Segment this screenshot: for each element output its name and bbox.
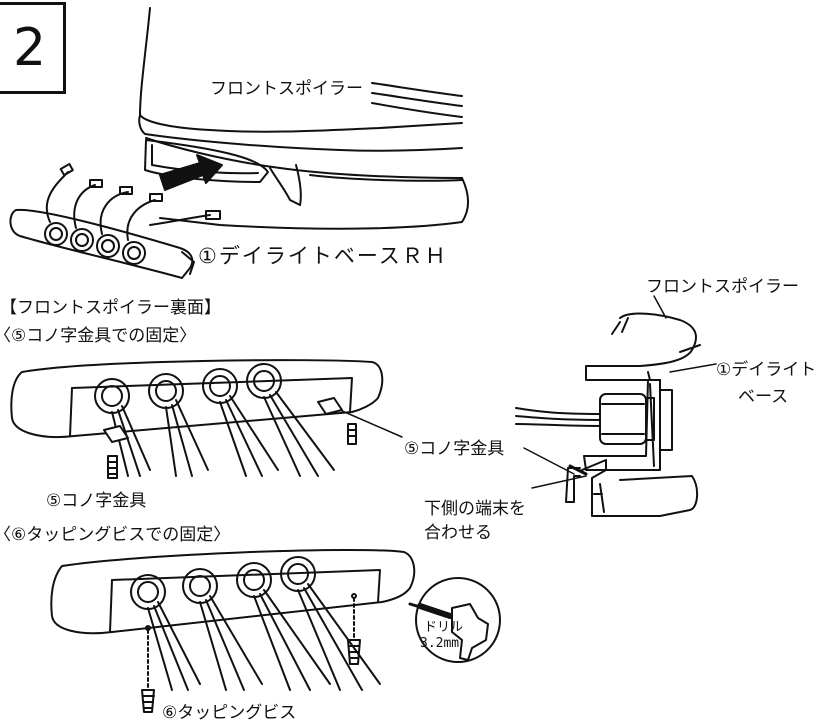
label-daylight-base-line2: ベース bbox=[738, 387, 789, 407]
label-front-spoiler-top: フロントスポイラー bbox=[210, 79, 363, 99]
insert-arrow bbox=[159, 154, 223, 191]
label-front-spoiler-side: フロントスポイラー bbox=[646, 277, 799, 297]
step-number: 2 bbox=[12, 18, 47, 78]
daylight-base-rh-illustration bbox=[9, 163, 221, 279]
align-leader-line bbox=[531, 475, 587, 489]
label-align-line2: 合わせる bbox=[424, 523, 492, 543]
heading-screw-method: 〈⑥タッピングビスでの固定〉 bbox=[0, 525, 231, 545]
spoiler-section-leader bbox=[653, 295, 667, 319]
heading-bracket-method: 〈⑤コノ字金具での固定〉 bbox=[0, 326, 197, 346]
label-bracket-left: ⑤コノ字金具 bbox=[46, 491, 147, 511]
step-number-box: 2 bbox=[0, 2, 66, 94]
label-daylight-base-rh: ①デイライトベースＲＨ bbox=[198, 244, 448, 268]
label-drill: ドリル bbox=[424, 620, 464, 635]
car-front-spoiler-illustration bbox=[138, 7, 469, 230]
heading-spoiler-back: 【フロントスポイラー裏面】 bbox=[0, 298, 221, 318]
label-drill-size: 3.2mm bbox=[420, 636, 460, 651]
bracket-leader-right bbox=[339, 409, 403, 438]
tapping-screw-fixing-illustration bbox=[50, 548, 501, 713]
bracket-fixing-illustration bbox=[10, 359, 384, 479]
base-leader-line bbox=[669, 363, 717, 373]
bracket-section-leader bbox=[523, 447, 575, 475]
label-align-line1: 下側の端末を bbox=[424, 499, 526, 519]
cross-section-illustration bbox=[515, 312, 701, 517]
label-tapping-screw: ⑥タッピングビス bbox=[162, 703, 297, 723]
label-daylight-base-line1: ①デイライト bbox=[716, 360, 817, 380]
label-bracket-right: ⑤コノ字金具 bbox=[404, 439, 505, 459]
